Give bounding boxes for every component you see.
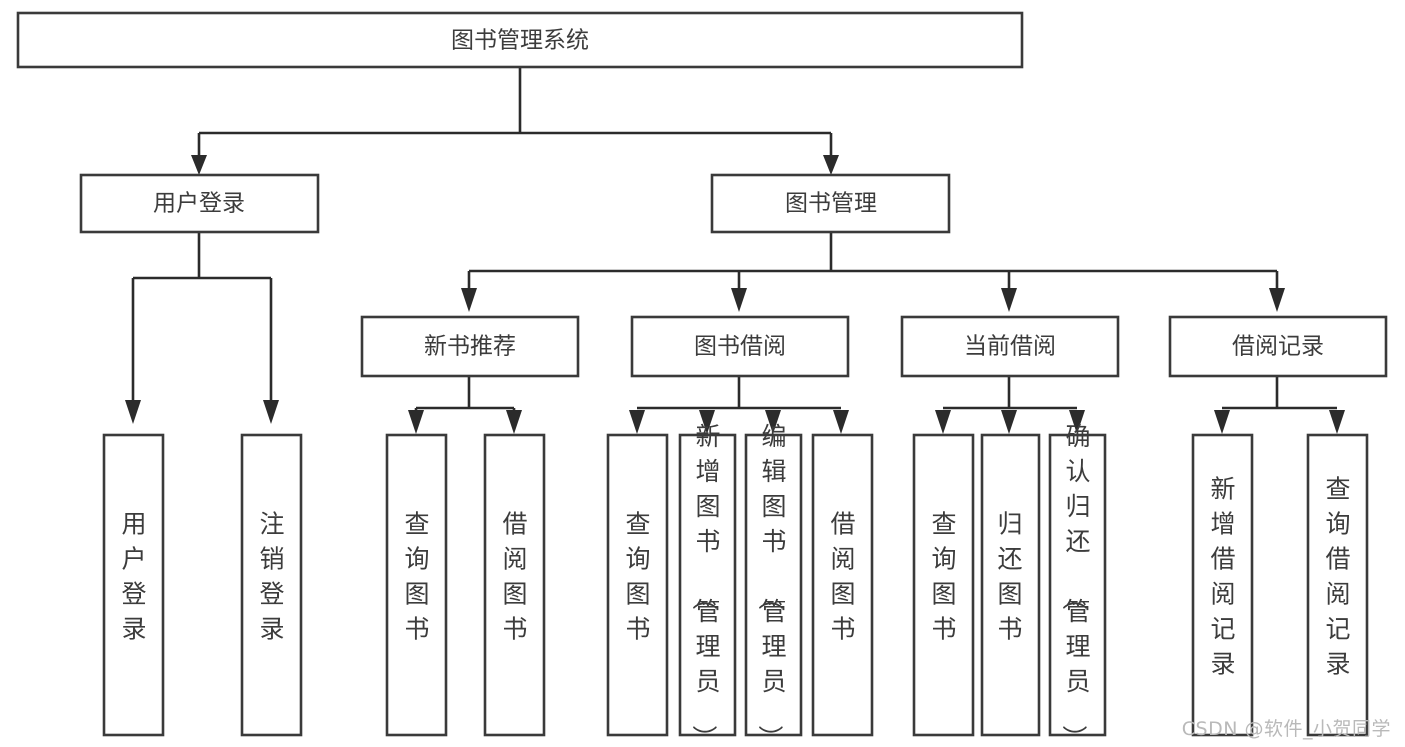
arrowhead-leaf-logout <box>263 400 279 424</box>
node-borrow-record-box[interactable] <box>1168 315 1388 378</box>
node-current-borrow[interactable]: 当前借阅 <box>900 315 1120 378</box>
leaf-borrow-borrow-book-label: 借阅图书 <box>830 510 855 644</box>
leaf-borrow-borrow-book[interactable]: 借阅图书 <box>811 433 874 737</box>
node-root-label: 图书管理系统 <box>451 28 589 54</box>
node-borrow-record[interactable]: 借阅记录 <box>1168 315 1388 378</box>
arrowhead-current-leaf1 <box>935 410 951 434</box>
leaf-current-return-book-label: 归还图书 <box>997 510 1022 644</box>
leaf-record-add-record-box[interactable] <box>1191 433 1254 737</box>
leaf-user-login[interactable]: 用户登录 <box>102 433 165 737</box>
arrowhead-borrow-leaf1 <box>629 410 645 434</box>
node-user-login-box[interactable] <box>79 173 320 234</box>
leaf-record-add-record-label: 新增借阅记录 <box>1210 475 1235 679</box>
leaf-logout-login-box[interactable] <box>240 433 303 737</box>
arrowhead-borrow <box>731 288 747 312</box>
leaf-borrow-query-book-label: 查询图书 <box>625 510 650 644</box>
leaf-current-return-book-box[interactable] <box>980 433 1041 737</box>
arrowhead-book-mgmt <box>823 155 839 175</box>
node-user-login[interactable]: 用户登录 <box>79 173 320 234</box>
node-book-borrow-box[interactable] <box>630 315 850 378</box>
leaf-current-return-book[interactable]: 归还图书 <box>980 433 1041 737</box>
leaf-borrow-query-book[interactable]: 查询图书 <box>606 433 669 737</box>
arrowhead-newbook-leaf2 <box>506 410 522 434</box>
arrowhead-leaf-user-login <box>125 400 141 424</box>
leaf-borrow-edit-book-label: 编辑图书（管理员） <box>755 422 786 747</box>
leaf-current-confirm-return-box[interactable] <box>1048 433 1107 737</box>
leaf-borrow-add-book-label: 新增图书（管理员） <box>689 422 720 747</box>
leaf-user-login-label: 用户登录 <box>121 510 146 644</box>
leaf-newbook-query-book-label: 查询图书 <box>404 510 429 644</box>
arrowhead-record-leaf2 <box>1329 410 1345 434</box>
arrowhead-borrow-leaf4 <box>833 410 849 434</box>
arrowhead-current-leaf3 <box>1069 410 1085 434</box>
arrowhead-newbook-leaf1 <box>408 410 424 434</box>
node-current-borrow-label: 当前借阅 <box>964 334 1056 360</box>
leaf-newbook-borrow-book-box[interactable] <box>483 433 546 737</box>
leaf-record-query-record[interactable]: 查询借阅记录 <box>1306 433 1369 737</box>
arrowhead-record-leaf1 <box>1214 410 1230 434</box>
leaf-borrow-query-book-box[interactable] <box>606 433 669 737</box>
node-book-management-label: 图书管理 <box>785 191 877 217</box>
node-current-borrow-box[interactable] <box>900 315 1120 378</box>
leaf-borrow-add-book-box[interactable] <box>678 433 737 737</box>
arrowhead-borrow-leaf2 <box>699 410 715 434</box>
arrowhead-borrow-leaf3 <box>765 410 781 434</box>
csdn-watermark: CSDN @软件_小贺同学 <box>1181 718 1391 740</box>
leaf-borrow-add-book[interactable]: 新增图书（管理员） <box>678 422 737 747</box>
arrowhead-user-login <box>191 155 207 175</box>
leaf-borrow-edit-book-box[interactable] <box>744 433 803 737</box>
arrowhead-current <box>1001 288 1017 312</box>
leaf-current-confirm-return[interactable]: 确认归还（管理员） <box>1048 422 1107 747</box>
leaf-newbook-query-book[interactable]: 查询图书 <box>385 433 448 737</box>
leaf-newbook-borrow-book[interactable]: 借阅图书 <box>483 433 546 737</box>
arrowhead-newbook <box>461 288 477 312</box>
node-borrow-record-label: 借阅记录 <box>1232 334 1324 360</box>
node-book-borrow[interactable]: 图书借阅 <box>630 315 850 378</box>
leaf-current-confirm-return-label: 确认归还（管理员） <box>1059 422 1090 747</box>
leaf-borrow-borrow-book-box[interactable] <box>811 433 874 737</box>
leaf-record-query-record-box[interactable] <box>1306 433 1369 737</box>
arrowhead-current-leaf2 <box>1001 410 1017 434</box>
leaf-record-add-record[interactable]: 新增借阅记录 <box>1191 433 1254 737</box>
connector-layer <box>125 67 1345 434</box>
leaf-record-query-record-label: 查询借阅记录 <box>1325 475 1350 679</box>
node-book-management[interactable]: 图书管理 <box>710 173 951 234</box>
leaf-borrow-edit-book[interactable]: 编辑图书（管理员） <box>744 422 803 747</box>
leaf-user-login-box[interactable] <box>102 433 165 737</box>
node-new-book-recommend[interactable]: 新书推荐 <box>360 315 580 378</box>
node-root[interactable]: 图书管理系统 <box>16 11 1024 69</box>
leaf-current-query-book[interactable]: 查询图书 <box>912 433 975 737</box>
arrowhead-record <box>1269 288 1285 312</box>
leaf-current-query-book-label: 查询图书 <box>931 510 956 644</box>
node-root-box[interactable] <box>16 11 1024 69</box>
node-book-management-box[interactable] <box>710 173 951 234</box>
node-book-borrow-label: 图书借阅 <box>694 334 786 360</box>
leaf-current-query-book-box[interactable] <box>912 433 975 737</box>
leaf-newbook-borrow-book-label: 借阅图书 <box>502 510 527 644</box>
leaf-logout-login-label: 注销登录 <box>259 510 284 644</box>
node-new-book-recommend-box[interactable] <box>360 315 580 378</box>
node-new-book-recommend-label: 新书推荐 <box>424 334 516 360</box>
leaf-logout-login[interactable]: 注销登录 <box>240 433 303 737</box>
leaf-newbook-query-book-box[interactable] <box>385 433 448 737</box>
node-user-login-label: 用户登录 <box>153 191 245 217</box>
